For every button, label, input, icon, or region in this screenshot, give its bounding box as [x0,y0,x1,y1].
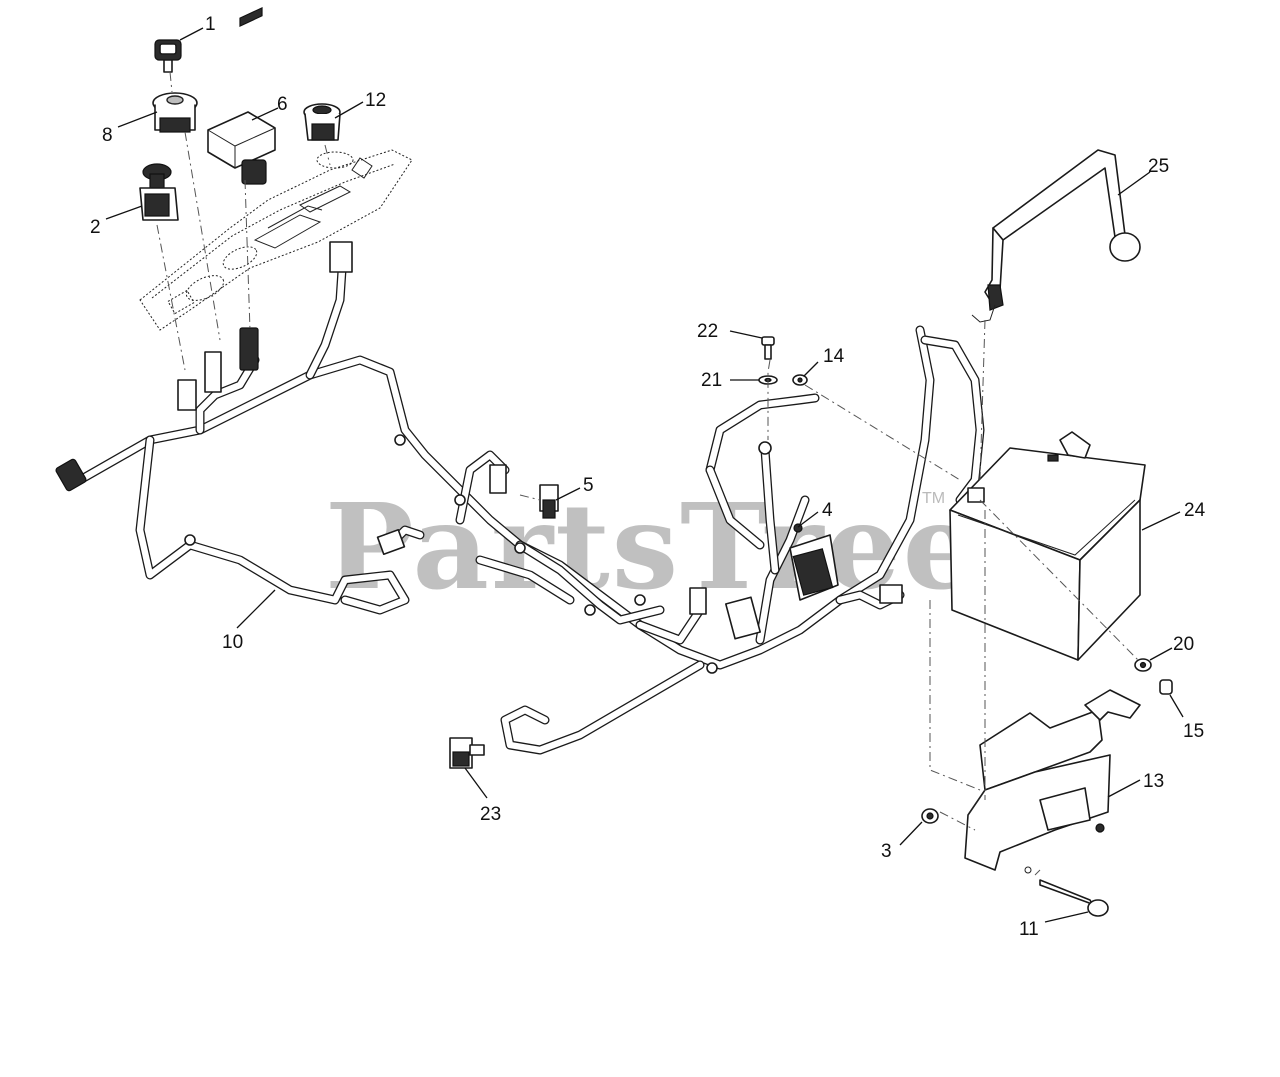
callout-15: 15 [1183,721,1204,742]
harness-clip [634,594,646,606]
harness-clip [184,534,196,546]
connector-block [376,528,406,556]
callout-5: 5 [583,475,594,496]
part-6-hour-meter [207,6,276,185]
callout-1: 1 [205,14,216,35]
part-13-battery-tray [964,689,1141,874]
callout-25: 25 [1148,156,1169,177]
part-15-screw [1159,679,1173,695]
part-4-fuse-holder [789,523,839,601]
callout-2: 2 [90,217,101,238]
part-5-relay [539,484,559,519]
watermark-text: PartsTree [325,477,980,616]
wire-harness [75,265,985,755]
callout-13: 13 [1143,771,1164,792]
part-25-hold-down-rod [971,149,1141,323]
watermark: PartsTree TM [325,477,980,616]
part-11-bolt [1039,879,1109,917]
callout-24: 24 [1184,500,1206,521]
callout-21: 21 [701,370,722,391]
callout-4: 4 [822,500,833,521]
part-22-bolt [761,336,775,360]
harness-clip [758,441,772,455]
connector-block [329,241,353,273]
connector-block [204,351,222,393]
part-3-nut [921,808,939,824]
connector-block [724,596,762,640]
callout-labels: 1 8 6 12 2 10 5 4 22 21 14 23 25 24 20 1… [90,14,1206,940]
callout-leaders [105,27,1184,923]
callout-23: 23 [480,804,501,825]
part-20-washer [1134,658,1152,672]
callout-14: 14 [823,346,845,367]
harness-end-connector [55,458,87,492]
part-14-terminal [792,374,808,386]
assembly-lines [156,71,1141,876]
callout-3: 3 [881,841,892,862]
harness-connectors [55,241,903,674]
connector-block [689,587,707,615]
callout-20: 20 [1173,634,1194,655]
callout-22: 22 [697,321,718,342]
callout-12: 12 [365,90,386,111]
part-1-key [154,39,182,73]
callout-10: 10 [222,632,243,653]
callout-6: 6 [277,94,288,115]
connector-block [239,327,259,371]
part-8-ignition-switch [152,92,198,133]
part-23-switch [449,737,485,769]
control-panel-plate [139,149,413,331]
harness-clip [706,662,718,674]
connector-block [177,379,197,411]
part-12-power-outlet [303,103,341,141]
harness-clip [584,604,596,616]
connector-block [879,584,903,604]
watermark-trademark: TM [922,490,945,507]
part-2-pto-switch [139,163,179,221]
harness-clip [394,434,406,446]
callout-8: 8 [102,125,113,146]
part-24-battery [949,431,1146,661]
callout-11: 11 [1019,919,1039,940]
harness-clip [514,542,526,554]
connector-block [489,464,507,494]
harness-clip [454,494,466,506]
